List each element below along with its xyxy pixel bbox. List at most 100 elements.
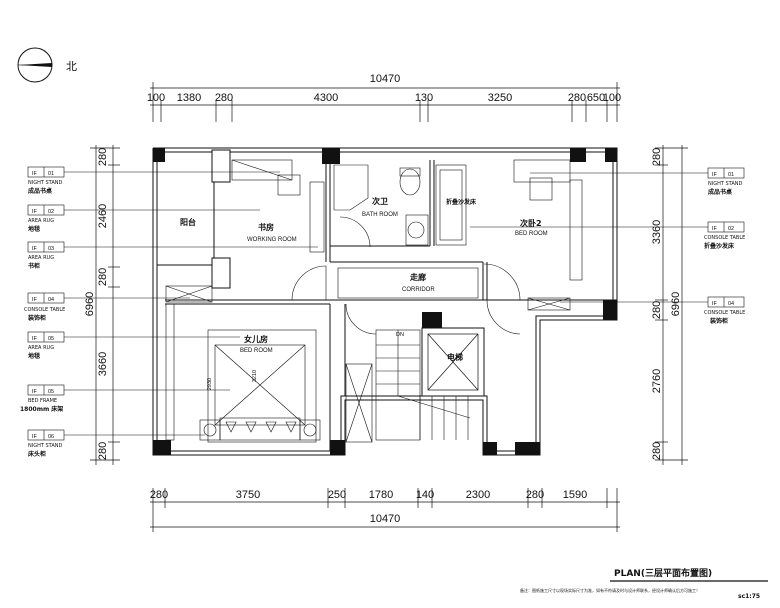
room-study-en: WORKING ROOM — [247, 237, 297, 243]
right-dim-1: 280 — [651, 148, 663, 166]
walls — [152, 147, 618, 456]
right-tag-1: IF 01 NIGHT STAND 成品书桌 — [530, 167, 745, 196]
left-tag-2: IF 02 AREA RUG 地毯 — [27, 204, 260, 233]
top-dim-3: 280 — [215, 92, 233, 104]
right-tag-2-cn: 折叠沙发床 — [704, 242, 735, 250]
left-tag-6-code: IF — [32, 389, 38, 395]
left-tag-2-num: 02 — [48, 209, 54, 215]
right-dim-3: 280 — [651, 301, 663, 319]
left-tag-6-cn: 1800mm 床架 — [20, 405, 63, 413]
top-dim-4: 4300 — [314, 92, 338, 104]
left-tag-7-code: IF — [32, 434, 38, 440]
right-tag-3-cn: 装饰柜 — [709, 317, 728, 325]
room-bath-cn: 次卫 — [372, 196, 388, 206]
right-tag-1-cn: 成品书桌 — [708, 188, 732, 196]
drawing-scale: sc1:75 — [738, 593, 760, 600]
left-tag-6-en: BED FRAME — [28, 398, 57, 404]
right-tag-1-num: 01 — [728, 172, 734, 178]
drawing-footnote: 备注：图纸施工尺寸以现场实际尺寸为准，如有不符请及时与设计师联系，经设计师确认后… — [520, 587, 700, 593]
top-total-dim: 10470 — [370, 73, 401, 85]
bottom-dim-5: 140 — [416, 489, 434, 501]
door-swings — [291, 216, 521, 335]
left-tag-1-en: NIGHT STAND — [28, 180, 62, 186]
compass-north-label: 北 — [66, 60, 77, 73]
right-tag-3-num: 04 — [728, 301, 734, 307]
bath-fixtures — [333, 164, 429, 246]
left-dim-5: 280 — [97, 442, 109, 460]
top-dim-8: 650 — [587, 92, 605, 104]
right-tag-2-num: 02 — [728, 226, 734, 232]
drawing-title: PLAN(三层平面布置图) — [614, 567, 712, 579]
bed-height-dim: 3210 — [252, 370, 258, 382]
left-tag-1: IF 01 NIGHT STAND 成品书桌 — [27, 166, 280, 195]
left-tag-2-code: IF — [32, 209, 38, 215]
stair-direction: DN — [396, 332, 404, 338]
top-dim-7: 280 — [568, 92, 586, 104]
left-tag-3-en: AREA RUG — [28, 255, 54, 261]
room-bed2-en: BED ROOM — [515, 231, 548, 237]
left-tag-1-cn: 成品书桌 — [28, 187, 52, 195]
left-dim-3: 280 — [97, 268, 109, 286]
right-tag-3-en: CONSOLE TABLE — [704, 310, 745, 316]
girl-room-bed — [199, 329, 321, 443]
left-tag-4: IF 04 CONSOLE TABLE 装饰柜 — [24, 292, 190, 322]
left-tag-2-en: AREA RUG — [28, 218, 54, 224]
room-corridor-en: CORRIDOR — [402, 287, 435, 293]
left-tag-5-code: IF — [32, 336, 38, 342]
left-tag-4-en: CONSOLE TABLE — [24, 307, 65, 313]
left-tag-5-en: AREA RUG — [28, 345, 54, 351]
bottom-dimension-lines — [150, 488, 620, 532]
left-tag-3-num: 03 — [48, 246, 54, 252]
right-dim-2: 3360 — [651, 220, 663, 244]
bed-width-dim: 2930 — [207, 378, 213, 390]
right-tag-1-en: NIGHT STAND — [708, 181, 742, 187]
bottom-dim-3: 250 — [328, 489, 346, 501]
room-bath-en: BATH ROOM — [362, 212, 398, 218]
bottom-total-dim: 10470 — [370, 513, 401, 525]
left-tag-7-cn: 床头柜 — [28, 450, 46, 458]
left-tag-6: IF 05 BED FRAME 1800mm 床架 — [20, 384, 230, 413]
left-tag-4-num: 04 — [48, 297, 54, 303]
right-tag-3-code: IF — [712, 301, 718, 307]
left-tag-4-code: IF — [32, 297, 38, 303]
elevator-shaft — [427, 333, 479, 391]
cabinets — [165, 159, 583, 443]
bottom-dim-4: 1780 — [369, 489, 393, 501]
left-tag-3-code: IF — [32, 246, 38, 252]
right-dim-5: 280 — [651, 442, 663, 460]
bed2-furniture — [277, 159, 571, 246]
right-tag-2-code: IF — [712, 226, 718, 232]
bottom-dim-6: 2300 — [466, 489, 490, 501]
left-tag-5-cn: 地毯 — [28, 352, 40, 360]
left-tag-7-en: NIGHT STAND — [28, 443, 62, 449]
room-balcony: 阳台 — [180, 217, 196, 227]
room-girl-en: BED ROOM — [240, 348, 273, 354]
bottom-dim-8: 1590 — [563, 489, 587, 501]
left-tag-4-cn: 装饰柜 — [27, 314, 46, 322]
top-dim-9: 100 — [603, 92, 621, 104]
structural-columns — [153, 148, 617, 455]
right-dim-4: 2760 — [651, 369, 663, 393]
left-tag-2-cn: 地毯 — [28, 225, 40, 233]
right-tag-3: IF 04 CONSOLE TABLE 装饰柜 — [560, 296, 745, 325]
left-total-dim: 6960 — [84, 292, 96, 316]
left-dim-1: 280 — [97, 148, 109, 166]
left-dimension-lines — [90, 145, 120, 465]
right-total-dim: 6960 — [670, 292, 682, 316]
right-tag-1-code: IF — [712, 172, 718, 178]
left-tag-7-num: 06 — [48, 434, 54, 440]
left-dim-2: 2460 — [97, 204, 109, 228]
bottom-dim-2: 3750 — [236, 489, 260, 501]
left-tag-3: IF 03 AREA RUG 书柜 — [27, 241, 318, 270]
left-tag-3-cn: 书柜 — [28, 262, 40, 270]
top-dim-6: 3250 — [488, 92, 512, 104]
left-tag-5-num: 05 — [48, 336, 54, 342]
bottom-dim-7: 280 — [526, 489, 544, 501]
top-dimension-lines — [150, 82, 620, 122]
staircase — [375, 329, 471, 441]
right-tag-2: IF 02 CONSOLE TABLE 折叠沙发床 — [470, 221, 745, 250]
room-girl-cn: 女儿房 — [244, 334, 268, 344]
corridor-outline — [337, 267, 479, 299]
left-tag-5: IF 05 AREA RUG 地毯 — [27, 331, 240, 360]
